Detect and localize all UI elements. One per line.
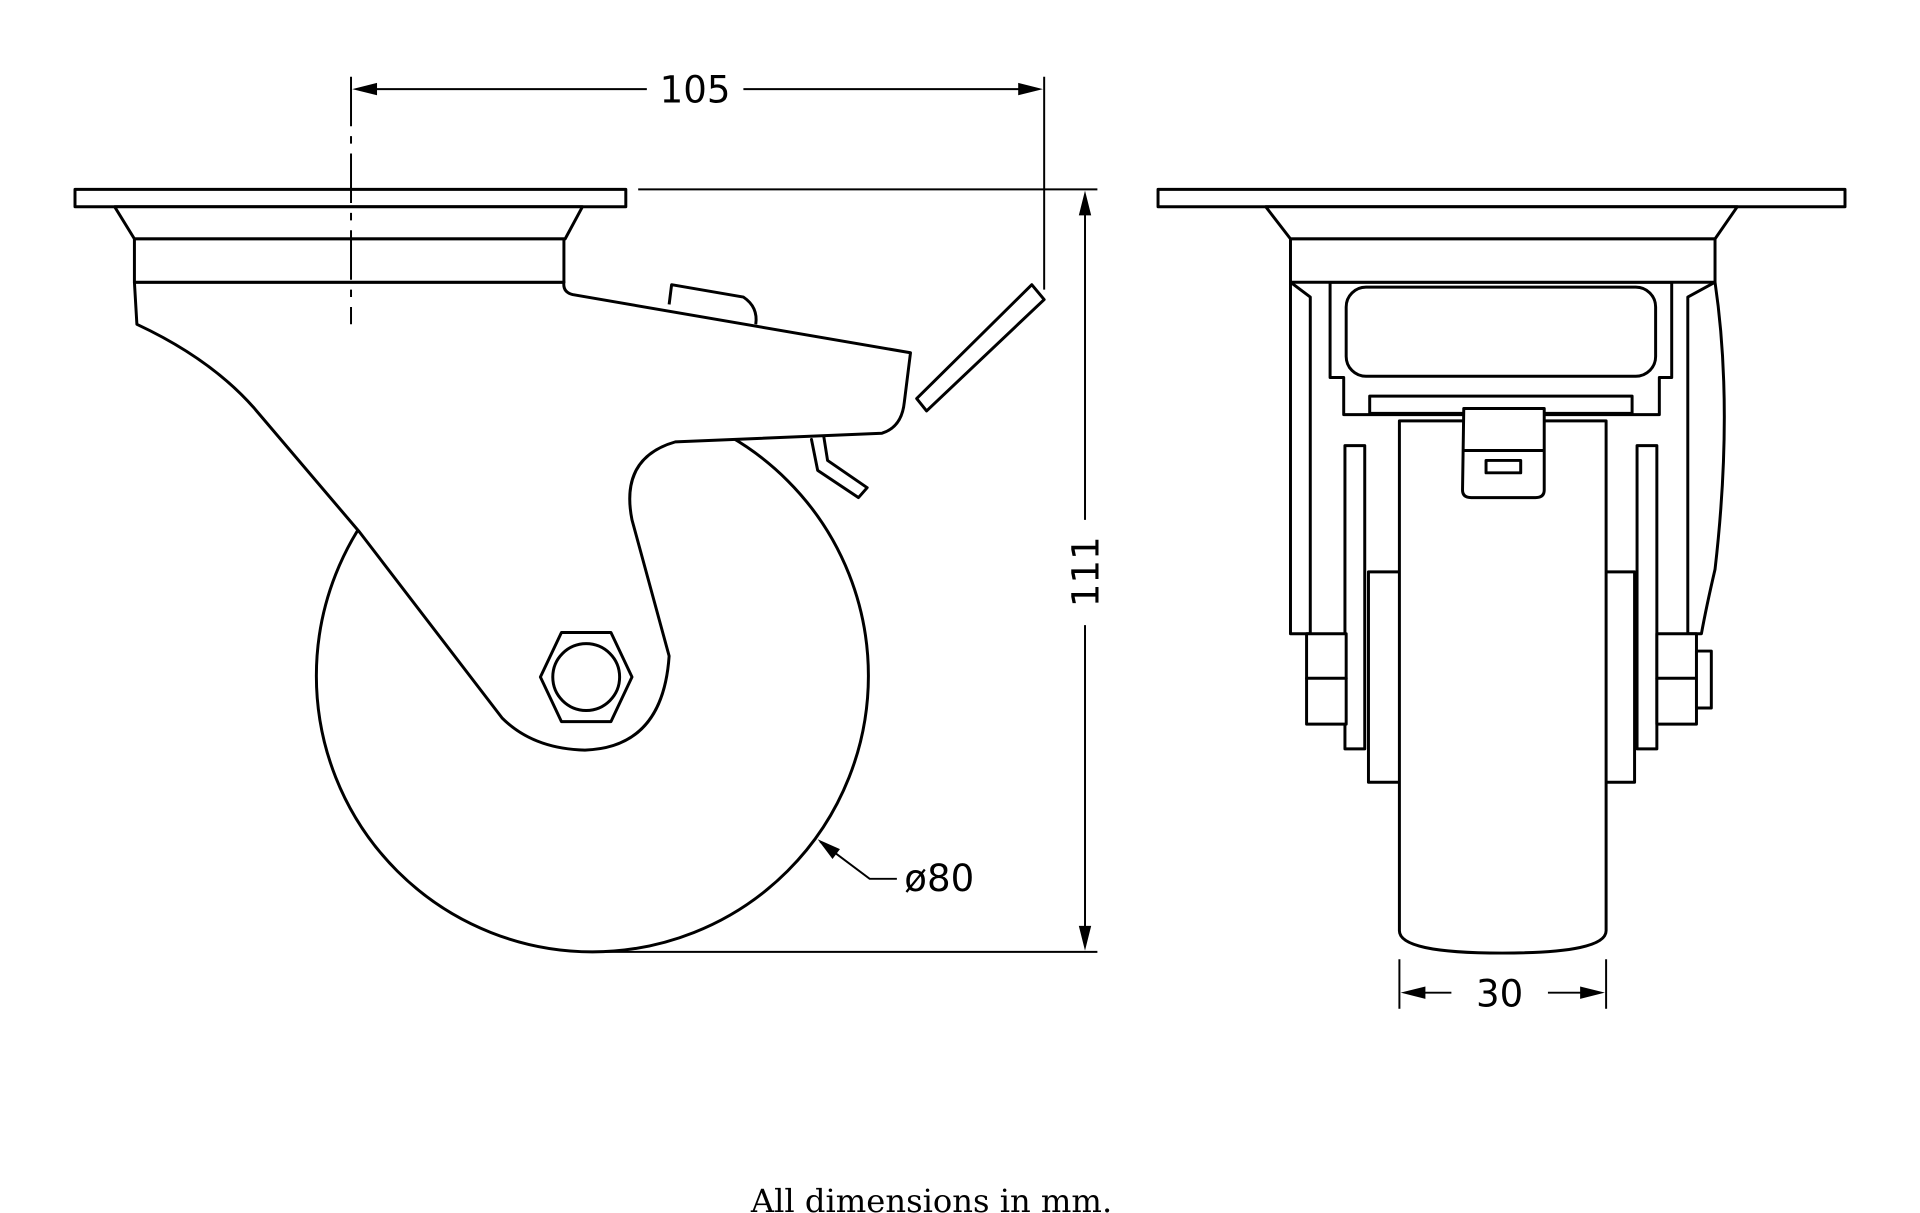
brake-tab [667,283,758,325]
footer-note: All dimensions in mm. [750,1182,1112,1213]
brake-slot [1484,458,1523,475]
swivel-flange-side [113,205,584,241]
brake-housing [1344,285,1658,378]
brake-pedal [915,283,1046,413]
dim-wheel-diameter: ø80 [904,857,974,900]
fork-body [132,280,912,752]
fork-leg-left [1343,444,1367,751]
dim-overall-height: 111 [1065,536,1108,607]
arrow-head [1400,986,1426,999]
arrow-head [352,82,378,96]
arrow-head [817,839,840,860]
fork-outer-right [1686,280,1726,636]
swivel-housing-front [1288,237,1717,284]
top-plate-front [1156,187,1847,209]
dim-mount-offset: 105 [660,69,731,112]
swivel-flange-front [1264,205,1739,241]
axle-end [1694,649,1713,710]
arrow-head [1078,925,1092,951]
arrow-head [1580,986,1605,999]
fork-leg-right [1635,444,1659,751]
wheel-front [1397,419,1608,955]
arrow-head [1018,82,1043,96]
dim-wheel-width: 30 [1476,972,1523,1015]
swivel-housing-side [132,237,566,284]
axle-bolt [551,642,622,712]
side-view: 105 111 ø80 [73,69,1108,954]
brake-lever [809,435,869,500]
brake-shoe [1461,406,1546,500]
fork-outer-left [1288,280,1312,636]
front-view: 30 [1156,187,1847,1015]
leader-line [819,840,897,880]
arrow-head [1078,190,1092,216]
